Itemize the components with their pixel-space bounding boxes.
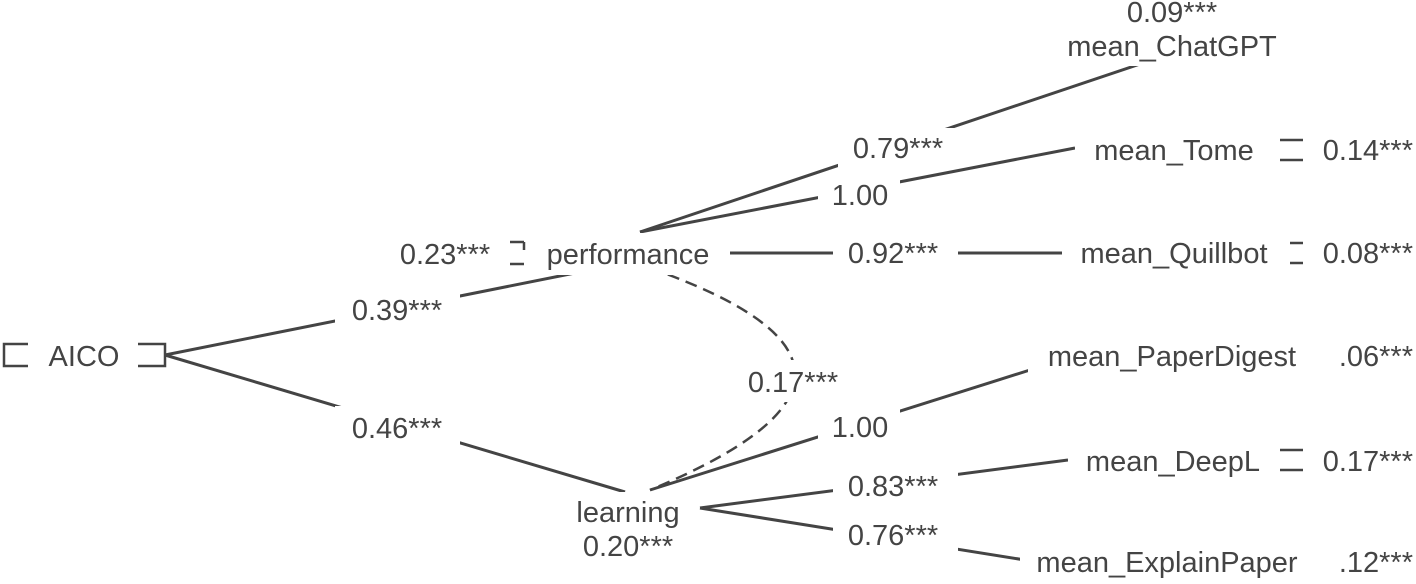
residual-tome: 0.14*** [1323,135,1413,167]
residual-quillbot: 0.08*** [1323,238,1413,270]
residual-brackets [2,138,1303,472]
edge-performance-learning-covariance [649,266,796,492]
coef-aico-learning: 0.46*** [352,413,442,445]
node-mean-explainpaper: mean_ExplainPaper [1036,547,1298,579]
deepl-bracket [1280,448,1303,472]
residual-deepl: 0.17*** [1323,446,1413,478]
residual-paperdigest: .06*** [1339,341,1413,373]
node-performance: performance [547,239,710,271]
residual-learning: 0.20*** [583,531,673,563]
node-learning: learning [576,497,679,529]
node-mean-deepl: mean_DeepL [1086,446,1260,478]
node-mean-quillbot: mean_Quillbot [1081,238,1268,270]
residual-labels: 0.23*** 0.20*** 0.09*** 0.14*** 0.08*** … [400,0,1413,579]
coef-learning-paperdigest: 1.00 [832,412,888,444]
residual-chatgpt: 0.09*** [1127,0,1217,29]
tome-bracket [1280,138,1303,162]
coef-performance-tome: 1.00 [832,180,888,212]
coef-performance-chatgpt: 0.79*** [853,133,943,165]
residual-performance: 0.23*** [400,239,490,271]
coef-learning-deepl: 0.83*** [848,471,938,503]
aico-bracket-right [138,342,167,368]
aico-bracket-left [2,342,28,368]
node-aico: AICO [49,341,120,373]
edges [164,58,1153,562]
node-mean-tome: mean_Tome [1094,135,1254,167]
coef-performance-learning: 0.17*** [748,367,838,399]
node-mean-paperdigest: mean_PaperDigest [1048,341,1296,373]
coef-performance-quillbot: 0.92*** [848,238,938,270]
node-mean-chatgpt: mean_ChatGPT [1067,31,1277,63]
performance-bracket [510,240,526,266]
coef-aico-performance: 0.39*** [352,295,442,327]
nodes: AICO performance learning mean_ChatGPT m… [35,28,1320,582]
coef-learning-explainpaper: 0.76*** [848,520,938,552]
quillbot-bracket [1290,241,1303,265]
edge-labels: 0.39*** 0.46*** 0.17*** 0.79*** 1.00 0.9… [335,128,958,555]
residual-explainpaper: .12*** [1339,547,1413,579]
